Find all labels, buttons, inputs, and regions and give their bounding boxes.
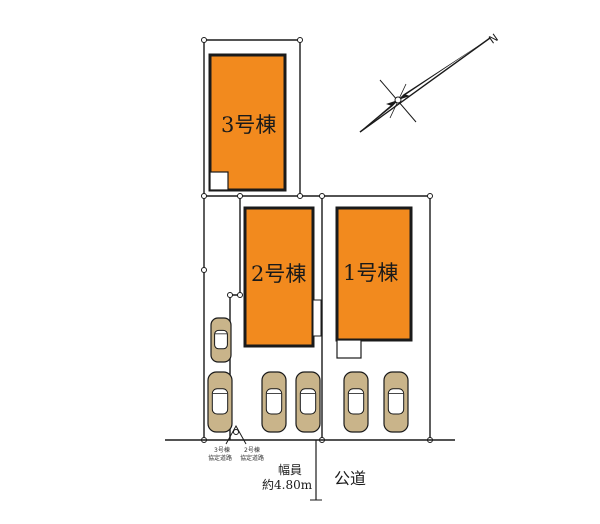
car-cabin	[214, 329, 228, 350]
car-icon	[343, 371, 369, 433]
compass-center	[394, 96, 402, 104]
car-cabin	[387, 388, 405, 415]
access-easement-note: 3号棟 協定道路 2号棟 協定道路	[208, 424, 264, 462]
boundary-marker	[201, 37, 207, 43]
lot-3-access-line	[229, 196, 241, 440]
boundary-marker	[297, 37, 303, 43]
building-2-label: 2号棟	[251, 262, 306, 286]
building-3	[208, 53, 287, 192]
building-3-label: 3号棟	[221, 113, 276, 137]
easement-2-line1: 2号棟	[244, 446, 260, 454]
boundary-marker	[319, 193, 325, 199]
car-cabin	[211, 388, 229, 415]
easement-3-line2: 協定道路	[208, 454, 232, 462]
boundary-marker	[297, 193, 303, 199]
car-cabin	[299, 388, 317, 415]
compass-needle	[398, 38, 490, 100]
car-icon	[210, 317, 232, 363]
car-icon	[261, 371, 287, 433]
building-2-entrance	[312, 299, 322, 337]
easement-3-line1: 3号棟	[214, 446, 230, 454]
building-1-label: 1号棟	[343, 261, 398, 285]
boundary-marker	[227, 292, 233, 298]
lot-boundaries	[203, 39, 431, 440]
boundary-marker	[237, 193, 243, 199]
boundary-marker	[201, 193, 207, 199]
compass-north-label: N	[486, 31, 500, 46]
boundary-marker	[201, 267, 207, 273]
car-icon	[383, 371, 409, 433]
public-road: 幅員 約4.80m 公道	[165, 439, 455, 501]
car-cabin	[265, 388, 283, 415]
parking-spaces	[207, 317, 409, 433]
easement-point	[233, 429, 239, 435]
easement-marker	[225, 424, 247, 445]
road-width-label: 幅員	[278, 462, 302, 477]
compass-north-line	[359, 37, 491, 133]
building-1-entrance	[336, 339, 362, 359]
car-cabin	[347, 388, 365, 415]
building-3-entrance	[209, 171, 229, 191]
easement-2-line2: 協定道路	[240, 454, 264, 462]
road-name: 公道	[334, 469, 366, 488]
buildings: 3号棟 2号棟 1号棟	[208, 53, 413, 359]
boundary-marker	[237, 292, 243, 298]
building-2	[243, 206, 315, 348]
lot-3-boundary	[203, 39, 301, 440]
car-icon	[207, 371, 233, 433]
compass-icon: N	[359, 31, 501, 133]
road-width-value: 約4.80m	[262, 477, 313, 492]
boundary-marker	[427, 193, 433, 199]
building-1	[335, 206, 413, 342]
car-icon	[295, 371, 321, 433]
